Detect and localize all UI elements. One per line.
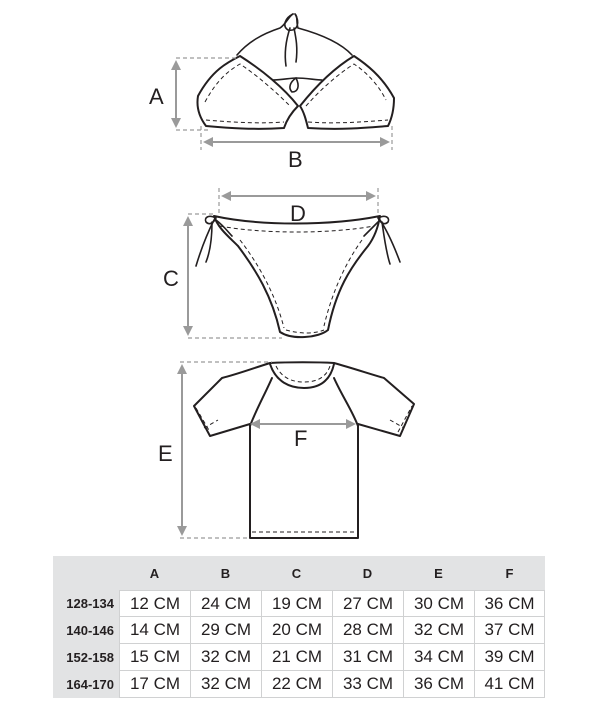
dimension-label-b: B bbox=[288, 147, 303, 172]
column-header: B bbox=[220, 565, 231, 581]
column-header: C bbox=[291, 565, 302, 581]
table-cell: 19 CM bbox=[261, 590, 332, 617]
rash-guard-drawing bbox=[193, 361, 415, 539]
table-cell: 41 CM bbox=[474, 671, 545, 698]
table-cell: 30 CM bbox=[403, 590, 474, 617]
column-header: E bbox=[434, 565, 443, 581]
table-cell: 28 CM bbox=[332, 617, 403, 644]
table-cell: 31 CM bbox=[332, 644, 403, 671]
table-row: 140-146 14 CM 29 CM 20 CM 28 CM 32 CM 37… bbox=[53, 617, 545, 644]
table-cell: 24 CM bbox=[190, 590, 261, 617]
bikini-top-drawing bbox=[196, 13, 395, 130]
table-cell: 27 CM bbox=[332, 590, 403, 617]
table-cell: 32 CM bbox=[190, 671, 261, 698]
table-cell: 29 CM bbox=[190, 617, 261, 644]
row-size-label: 152-158 bbox=[66, 650, 114, 665]
table-cell: 36 CM bbox=[403, 671, 474, 698]
table-cell: 39 CM bbox=[474, 644, 545, 671]
bikini-bottom-drawing bbox=[195, 215, 401, 338]
dimension-label-e: E bbox=[158, 441, 173, 466]
dimension-label-a: A bbox=[149, 84, 164, 109]
size-diagram: A B D C bbox=[149, 13, 415, 539]
row-size-label: 128-134 bbox=[66, 596, 114, 611]
table-cell: 32 CM bbox=[403, 617, 474, 644]
table-row: 128-134 12 CM 24 CM 19 CM 27 CM 30 CM 36… bbox=[53, 590, 545, 617]
table-corner bbox=[53, 556, 119, 590]
table-cell: 15 CM bbox=[119, 644, 190, 671]
table-cell: 34 CM bbox=[403, 644, 474, 671]
table-cell: 36 CM bbox=[474, 590, 545, 617]
column-header: D bbox=[362, 565, 373, 581]
table-cell: 20 CM bbox=[261, 617, 332, 644]
table-header-row: A B C D E F bbox=[53, 556, 545, 590]
column-header: A bbox=[149, 565, 160, 581]
table-cell: 21 CM bbox=[261, 644, 332, 671]
row-size-label: 164-170 bbox=[66, 677, 114, 692]
table-row: 164-170 17 CM 32 CM 22 CM 33 CM 36 CM 41… bbox=[53, 671, 545, 698]
table-cell: 22 CM bbox=[261, 671, 332, 698]
dimension-label-d: D bbox=[290, 201, 306, 226]
table-row: 152-158 15 CM 32 CM 21 CM 31 CM 34 CM 39… bbox=[53, 644, 545, 671]
table-cell: 12 CM bbox=[119, 590, 190, 617]
table-cell: 14 CM bbox=[119, 617, 190, 644]
column-header: F bbox=[505, 565, 514, 581]
table-cell: 33 CM bbox=[332, 671, 403, 698]
row-size-label: 140-146 bbox=[66, 623, 114, 638]
table-cell: 17 CM bbox=[119, 671, 190, 698]
dimension-label-c: C bbox=[163, 266, 179, 291]
size-chart-table: A B C D E F 128-134 12 CM 24 CM 19 CM 27… bbox=[53, 556, 545, 698]
dimension-label-f: F bbox=[294, 426, 307, 451]
table-cell: 32 CM bbox=[190, 644, 261, 671]
table-cell: 37 CM bbox=[474, 617, 545, 644]
